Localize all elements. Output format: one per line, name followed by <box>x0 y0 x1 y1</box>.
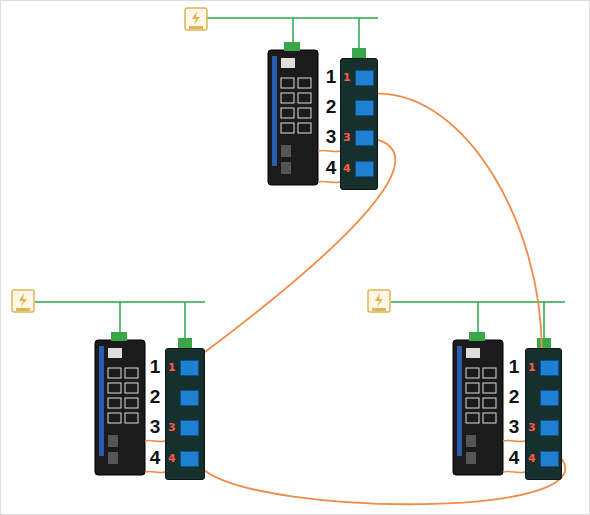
fiber-port <box>355 100 374 116</box>
port-number: 3 <box>343 132 351 144</box>
fiber-module: 1 3 4 <box>165 348 205 480</box>
fiber-cable <box>378 94 542 348</box>
power-icon <box>185 8 207 30</box>
fiber-port <box>540 390 559 406</box>
fiber-port <box>540 420 559 436</box>
power-connector <box>352 48 366 58</box>
power-connector <box>178 338 192 348</box>
power-icon <box>12 290 34 312</box>
power-icon <box>368 290 390 312</box>
port-callout: 3 <box>150 416 161 438</box>
port-callout: 3 <box>326 126 337 148</box>
port-callout: 2 <box>150 386 161 408</box>
port-number: 1 <box>528 362 536 374</box>
port-callout: 4 <box>326 157 337 179</box>
port-callout: 1 <box>326 66 337 88</box>
port-callout: 1 <box>509 356 520 378</box>
port-number: 4 <box>528 453 536 465</box>
fiber-port <box>180 420 199 436</box>
fiber-port <box>540 451 559 467</box>
ethernet-switch <box>268 42 318 185</box>
fiber-port <box>180 451 199 467</box>
fiber-port <box>180 390 199 406</box>
ethernet-switch <box>453 332 503 475</box>
port-number: 4 <box>343 163 351 175</box>
port-callout: 1 <box>150 356 161 378</box>
port-number: 1 <box>343 72 351 84</box>
port-number: 3 <box>528 422 536 434</box>
port-callout: 2 <box>509 386 520 408</box>
fiber-port <box>355 130 374 146</box>
fiber-port <box>355 70 374 86</box>
port-number: 3 <box>168 422 176 434</box>
fiber-port <box>180 360 199 376</box>
fiber-cable <box>205 140 395 352</box>
port-callout: 3 <box>509 416 520 438</box>
fiber-module: 1 3 4 <box>340 58 378 190</box>
fiber-module: 1 3 4 <box>525 348 562 480</box>
port-number: 4 <box>168 453 176 465</box>
port-callout: 4 <box>509 447 520 469</box>
port-callout: 4 <box>150 447 161 469</box>
power-connector <box>537 338 551 348</box>
fiber-port <box>355 161 374 177</box>
ethernet-switch <box>95 332 145 475</box>
port-callout: 2 <box>326 96 337 118</box>
port-number: 1 <box>168 362 176 374</box>
fiber-port <box>540 360 559 376</box>
